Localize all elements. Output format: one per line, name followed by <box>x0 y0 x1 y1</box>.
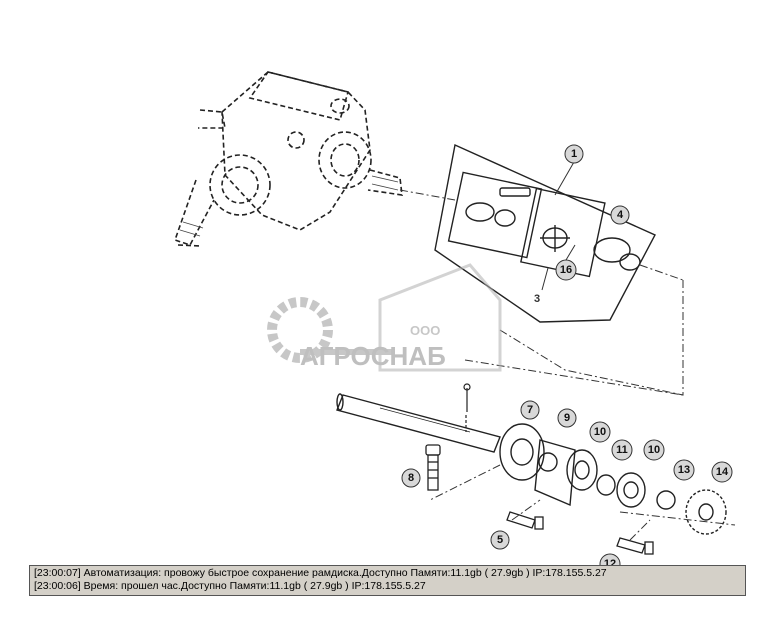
watermark-company: АГРОСНАБ <box>300 341 446 371</box>
callout-7: 7 <box>520 400 540 420</box>
callout-4: 4 <box>610 205 630 225</box>
svg-text:5: 5 <box>497 534 503 546</box>
svg-text:12: 12 <box>604 558 616 565</box>
callout-10-lower: 10 <box>643 439 665 461</box>
log-panel: [23:00:07] Автоматизация: провожу быстро… <box>29 565 746 596</box>
callout-14: 14 <box>711 461 733 483</box>
coupling-leaders <box>429 464 736 541</box>
watermark: ООО АГРОСНАБ <box>267 263 502 372</box>
svg-text:10: 10 <box>594 426 606 438</box>
callout-12: 12 <box>599 553 621 565</box>
svg-text:11: 11 <box>616 444 628 456</box>
callout-8: 8 <box>401 468 421 488</box>
svg-text:4: 4 <box>617 209 624 221</box>
svg-text:3: 3 <box>534 293 540 305</box>
svg-text:10: 10 <box>648 444 660 456</box>
coupling-parts <box>499 423 727 535</box>
callout-9: 9 <box>557 408 577 428</box>
callout-16: 16 <box>555 244 577 281</box>
callout-5: 5 <box>490 530 510 550</box>
svg-text:14: 14 <box>716 466 729 478</box>
parts-diagram: ООО АГРОСНАБ <box>173 71 736 565</box>
svg-text:9: 9 <box>564 412 570 424</box>
svg-text:13: 13 <box>678 464 690 476</box>
callout-11: 11 <box>611 439 633 461</box>
svg-text:7: 7 <box>527 404 533 416</box>
bolt-5 <box>506 511 544 530</box>
callout-3: 3 <box>534 267 549 305</box>
gearbox-shaft-splines <box>179 175 399 237</box>
bolt-12 <box>616 537 654 555</box>
bolt-8 <box>425 444 441 491</box>
callout-10-upper: 10 <box>589 421 611 443</box>
log-line: [23:00:06] Время: прошел час.Доступно Па… <box>34 580 426 592</box>
callout-13: 13 <box>673 459 695 481</box>
log-line: [23:00:07] Автоматизация: провожу быстро… <box>34 567 607 579</box>
callout-1: 1 <box>554 144 584 196</box>
ujoint-panel <box>434 143 656 323</box>
exploded-parts-drawing: ООО АГРОСНАБ <box>173 71 736 565</box>
pin-part <box>463 383 471 432</box>
svg-text:8: 8 <box>408 472 414 484</box>
svg-text:1: 1 <box>571 148 577 160</box>
gearbox-outline <box>173 71 403 247</box>
svg-text:16: 16 <box>560 264 572 276</box>
shaft <box>336 393 501 453</box>
watermark-prefix: ООО <box>410 323 440 338</box>
